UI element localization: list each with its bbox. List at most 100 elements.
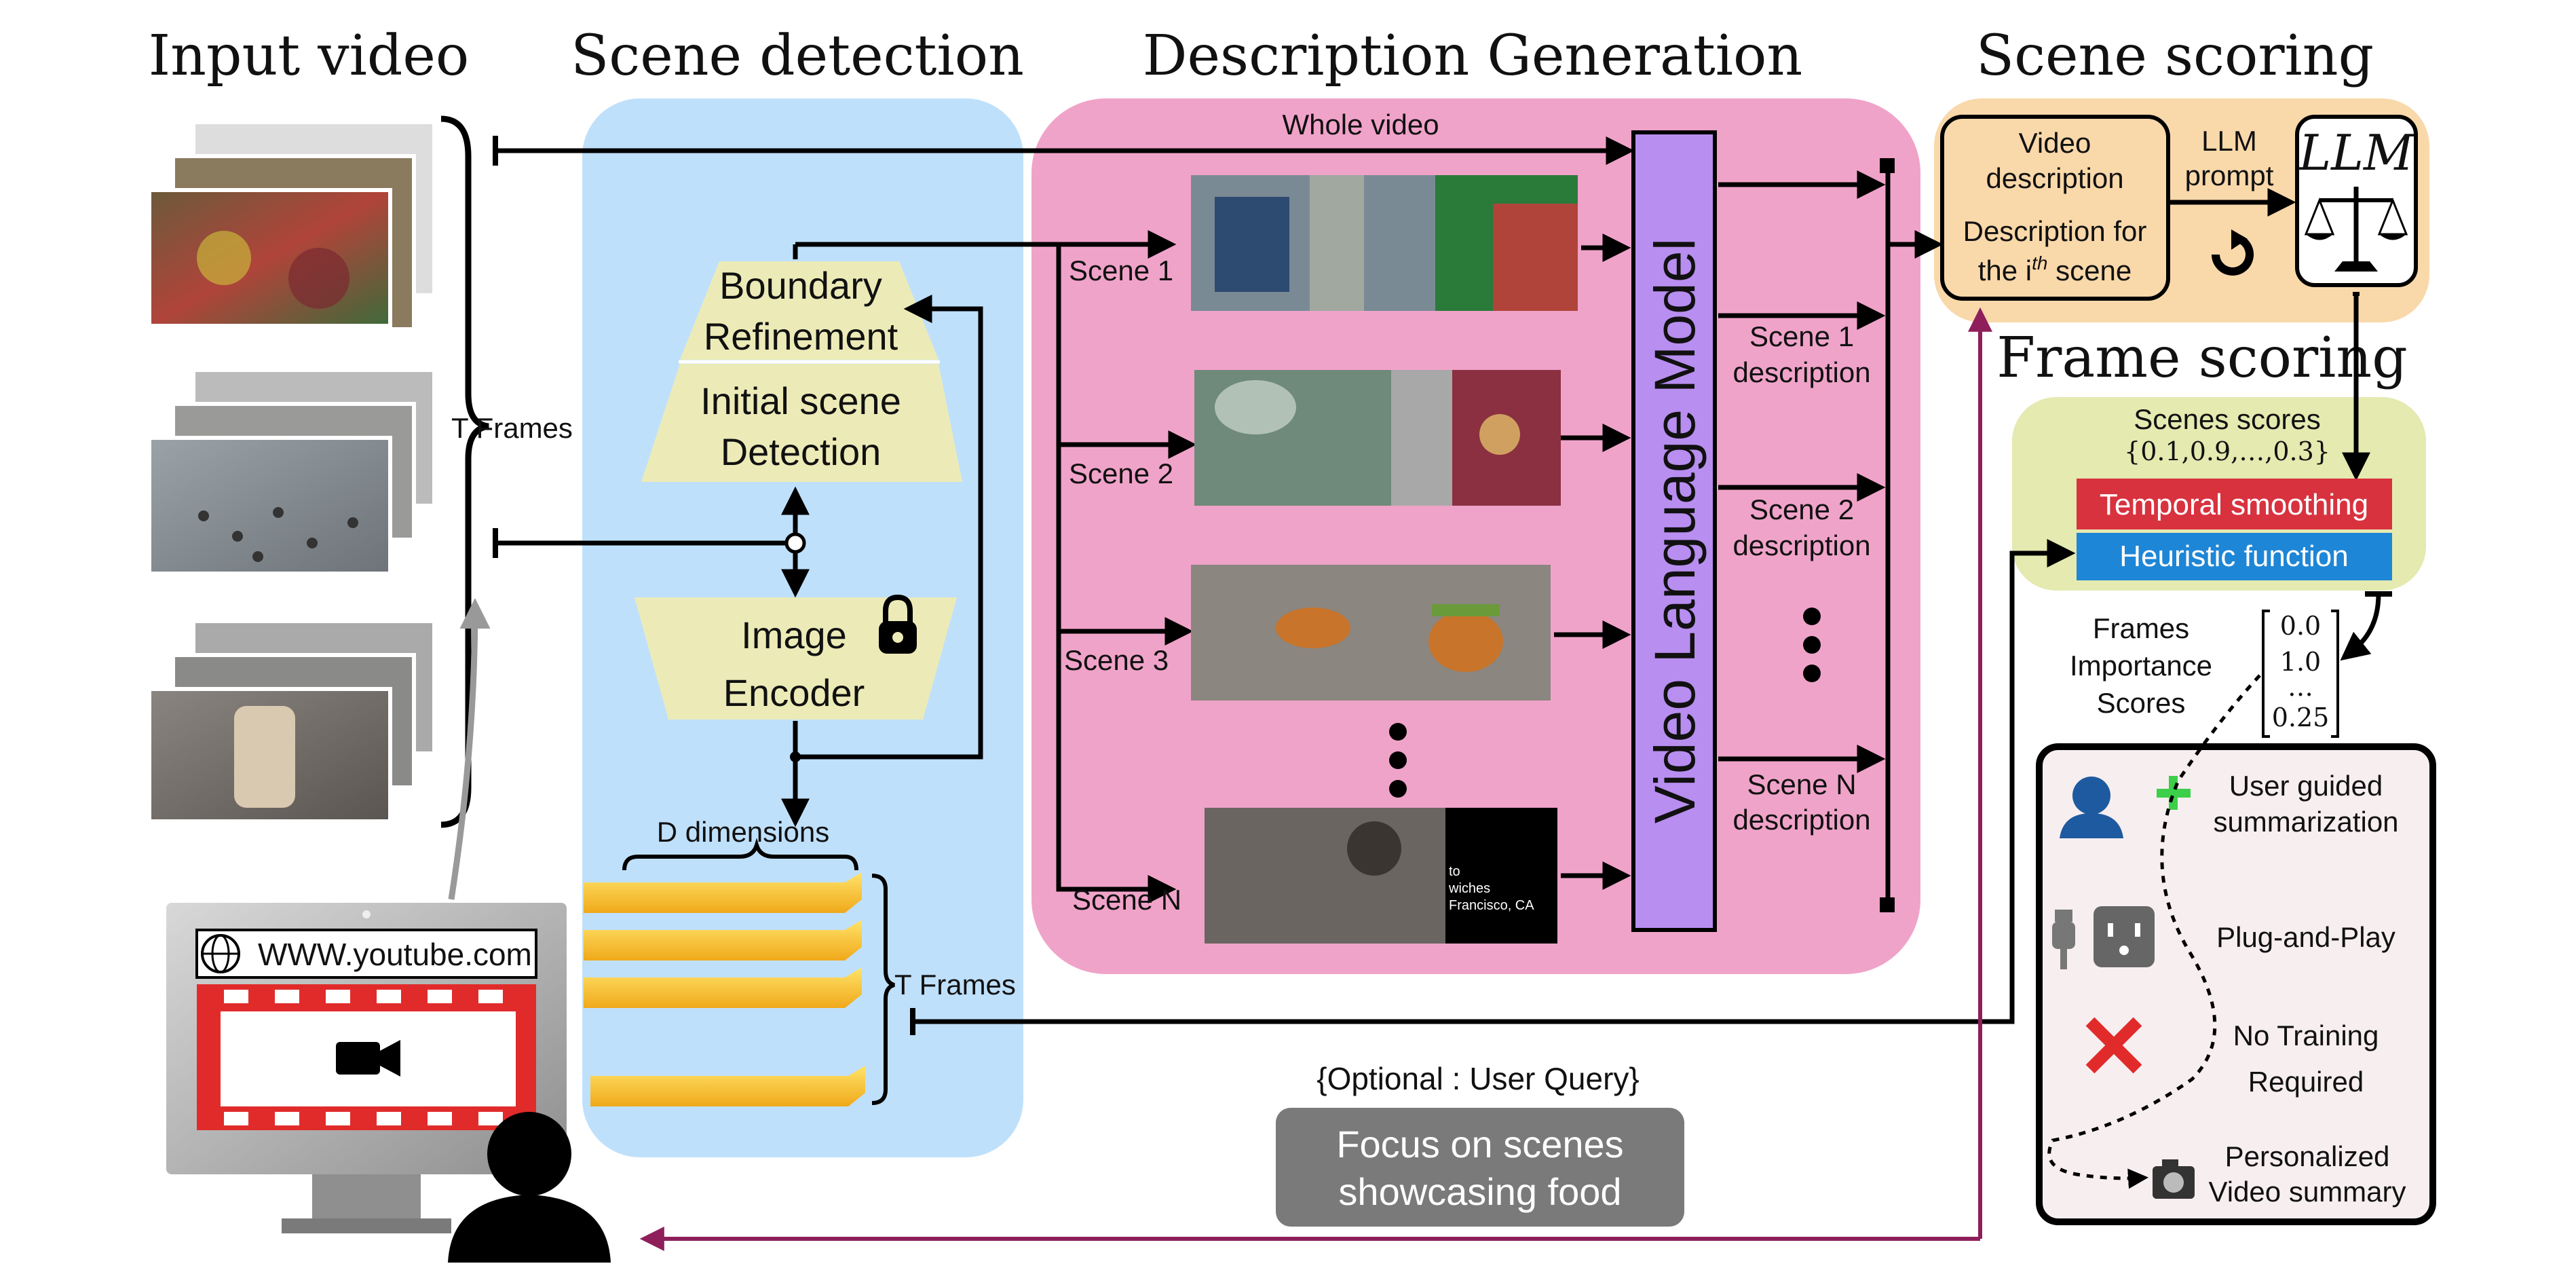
query-line2: showcasing food: [1338, 1170, 1621, 1213]
scenes-scores-label: Scenes scores: [2134, 403, 2320, 435]
initial-scene-detection-block: [641, 364, 962, 482]
boundary-refinement-block: [680, 261, 939, 360]
gray-feedback-arrow: [448, 598, 491, 900]
features-panel: [2036, 743, 2436, 1225]
vector-value-4: 0.25: [2272, 703, 2330, 732]
globe-icon: [201, 934, 240, 973]
llm-prompt-line1: LLM: [2201, 125, 2257, 157]
image-encoder-block: [634, 597, 957, 720]
whole-video-label: Whole video: [1282, 109, 1439, 141]
heuristic-function-block: [2077, 533, 2392, 580]
video-desc-line2: description: [1986, 162, 2123, 194]
temporal-smoothing-block: [2077, 479, 2392, 529]
thumb-overlay-3: Francisco, CA: [1449, 898, 1534, 913]
scenen-desc-line2: description: [1732, 804, 1870, 836]
personalized-line2: Video summary: [2208, 1176, 2406, 1208]
video-thumbnail-market: [147, 188, 392, 328]
scene-label-2: Scene 2: [1069, 458, 1173, 489]
input-t-frames-label: T Frames: [451, 412, 573, 444]
encoder-line2: Encoder: [723, 671, 865, 714]
plug-icon: [2052, 910, 2075, 969]
scene-desc-for-line2: the ith scene: [1978, 253, 2132, 286]
title-frame-scoring: Frame scoring: [1996, 326, 2407, 390]
title-scene-scoring: Scene scoring: [1976, 24, 2374, 88]
heuristic-function-label: Heuristic function: [2119, 540, 2348, 573]
scene-thumbnail-2: [1194, 370, 1561, 506]
scene2-desc-line2: description: [1732, 529, 1870, 561]
video-desc-line1: Video: [2019, 127, 2091, 159]
vlm-label: Video Language Model: [1643, 238, 1707, 824]
temporal-smoothing-label: Temporal smoothing: [2100, 488, 2368, 521]
boundary-line2: Refinement: [704, 315, 898, 358]
scenes-scores-set: {0.1,0.9,…,0.3}: [2124, 436, 2330, 466]
scene-thumbnail-1: [1191, 175, 1578, 311]
user-silhouette-icon: [448, 1112, 611, 1263]
thumb-overlay-1: to: [1449, 864, 1460, 879]
cross-icon: [2085, 1017, 2142, 1074]
score-vector: 0.0 1.0 … 0.25: [2262, 610, 2339, 738]
d-dimensions-label: D dimensions: [657, 816, 829, 848]
scene1-desc-line2: description: [1732, 356, 1870, 388]
personalized-line1: Personalized: [2225, 1140, 2390, 1172]
no-training-line1: No Training: [2233, 1020, 2379, 1051]
video-stack-1: [147, 120, 436, 331]
computer-monitor: WWW.youtube.com: [166, 903, 567, 1233]
d-dimensions-brace: [622, 838, 858, 871]
description-ellipsis: [1803, 608, 1821, 682]
encoder-line1: Image: [741, 614, 847, 656]
feature-t-frames-brace: [871, 874, 895, 1105]
vector-value-2: 1.0: [2280, 647, 2321, 677]
video-thumbnail-pigeons: [147, 436, 392, 576]
user-icon: [2060, 777, 2123, 838]
camera-icon: [2153, 1159, 2195, 1199]
scene-label-1: Scene 1: [1069, 255, 1173, 286]
outlet-icon: [2094, 906, 2155, 967]
video-stack-3: [147, 619, 436, 823]
user-guided-line1: User guided: [2229, 770, 2383, 802]
feature-t-frames-label: T Frames: [894, 969, 1016, 1001]
refresh-icon: [2212, 229, 2254, 276]
junction-node: [784, 532, 806, 554]
descriptions-box: [1940, 115, 2170, 301]
scene2-desc-line1: Scene 2: [1749, 493, 1854, 525]
scene-thumbnail-n: to wiches Francisco, CA: [1205, 808, 1557, 944]
scene-label-3: Scene 3: [1064, 644, 1169, 676]
scene-desc-for-line1: Description for: [1963, 215, 2147, 247]
fis-line2: Importance: [2070, 650, 2212, 682]
no-training-line2: Required: [2248, 1066, 2364, 1098]
query-line1: Focus on scenes: [1336, 1123, 1623, 1165]
scene-ellipsis: [1389, 723, 1407, 798]
user-query-box: [1276, 1108, 1684, 1227]
url-bar: [195, 929, 537, 979]
thumb-overlay-2: wiches: [1448, 881, 1490, 896]
video-camera-icon: [336, 1040, 400, 1077]
vector-value-3: …: [2288, 672, 2313, 702]
title-input-video: Input video: [149, 24, 469, 88]
initial-line2: Detection: [721, 430, 882, 473]
dashed-flow-path: [2047, 674, 2261, 1189]
initial-line1: Initial scene: [700, 379, 901, 422]
scene-thumbnail-3: [1191, 565, 1551, 701]
feature-bars: [584, 872, 865, 1106]
t-frames-brace-left: [440, 115, 489, 828]
vector-value-1: 0.0: [2280, 611, 2321, 641]
boundary-line1: Boundary: [719, 264, 882, 307]
scene-label-n: Scene N: [1072, 884, 1181, 916]
video-stack-2: [147, 368, 436, 576]
scenen-desc-line1: Scene N: [1747, 768, 1856, 800]
title-scene-detection: Scene detection: [571, 24, 1024, 88]
optional-query-label: {Optional : User Query}: [1317, 1061, 1640, 1096]
video-language-model-block: [1631, 130, 1717, 932]
fis-line3: Scores: [2097, 687, 2186, 719]
llm-label: LLM: [2297, 124, 2415, 181]
scale-icon: [2304, 187, 2408, 272]
user-guided-line2: summarization: [2213, 806, 2398, 838]
fis-line1: Frames: [2093, 612, 2189, 644]
llm-prompt-line2: prompt: [2185, 160, 2274, 191]
title-description-generation: Description Generation: [1143, 24, 1802, 88]
plug-and-play-label: Plug-and-Play: [2216, 921, 2395, 953]
url-text: WWW.youtube.com: [258, 937, 532, 972]
lock-icon: [879, 594, 917, 654]
scene1-desc-line1: Scene 1: [1749, 320, 1854, 352]
